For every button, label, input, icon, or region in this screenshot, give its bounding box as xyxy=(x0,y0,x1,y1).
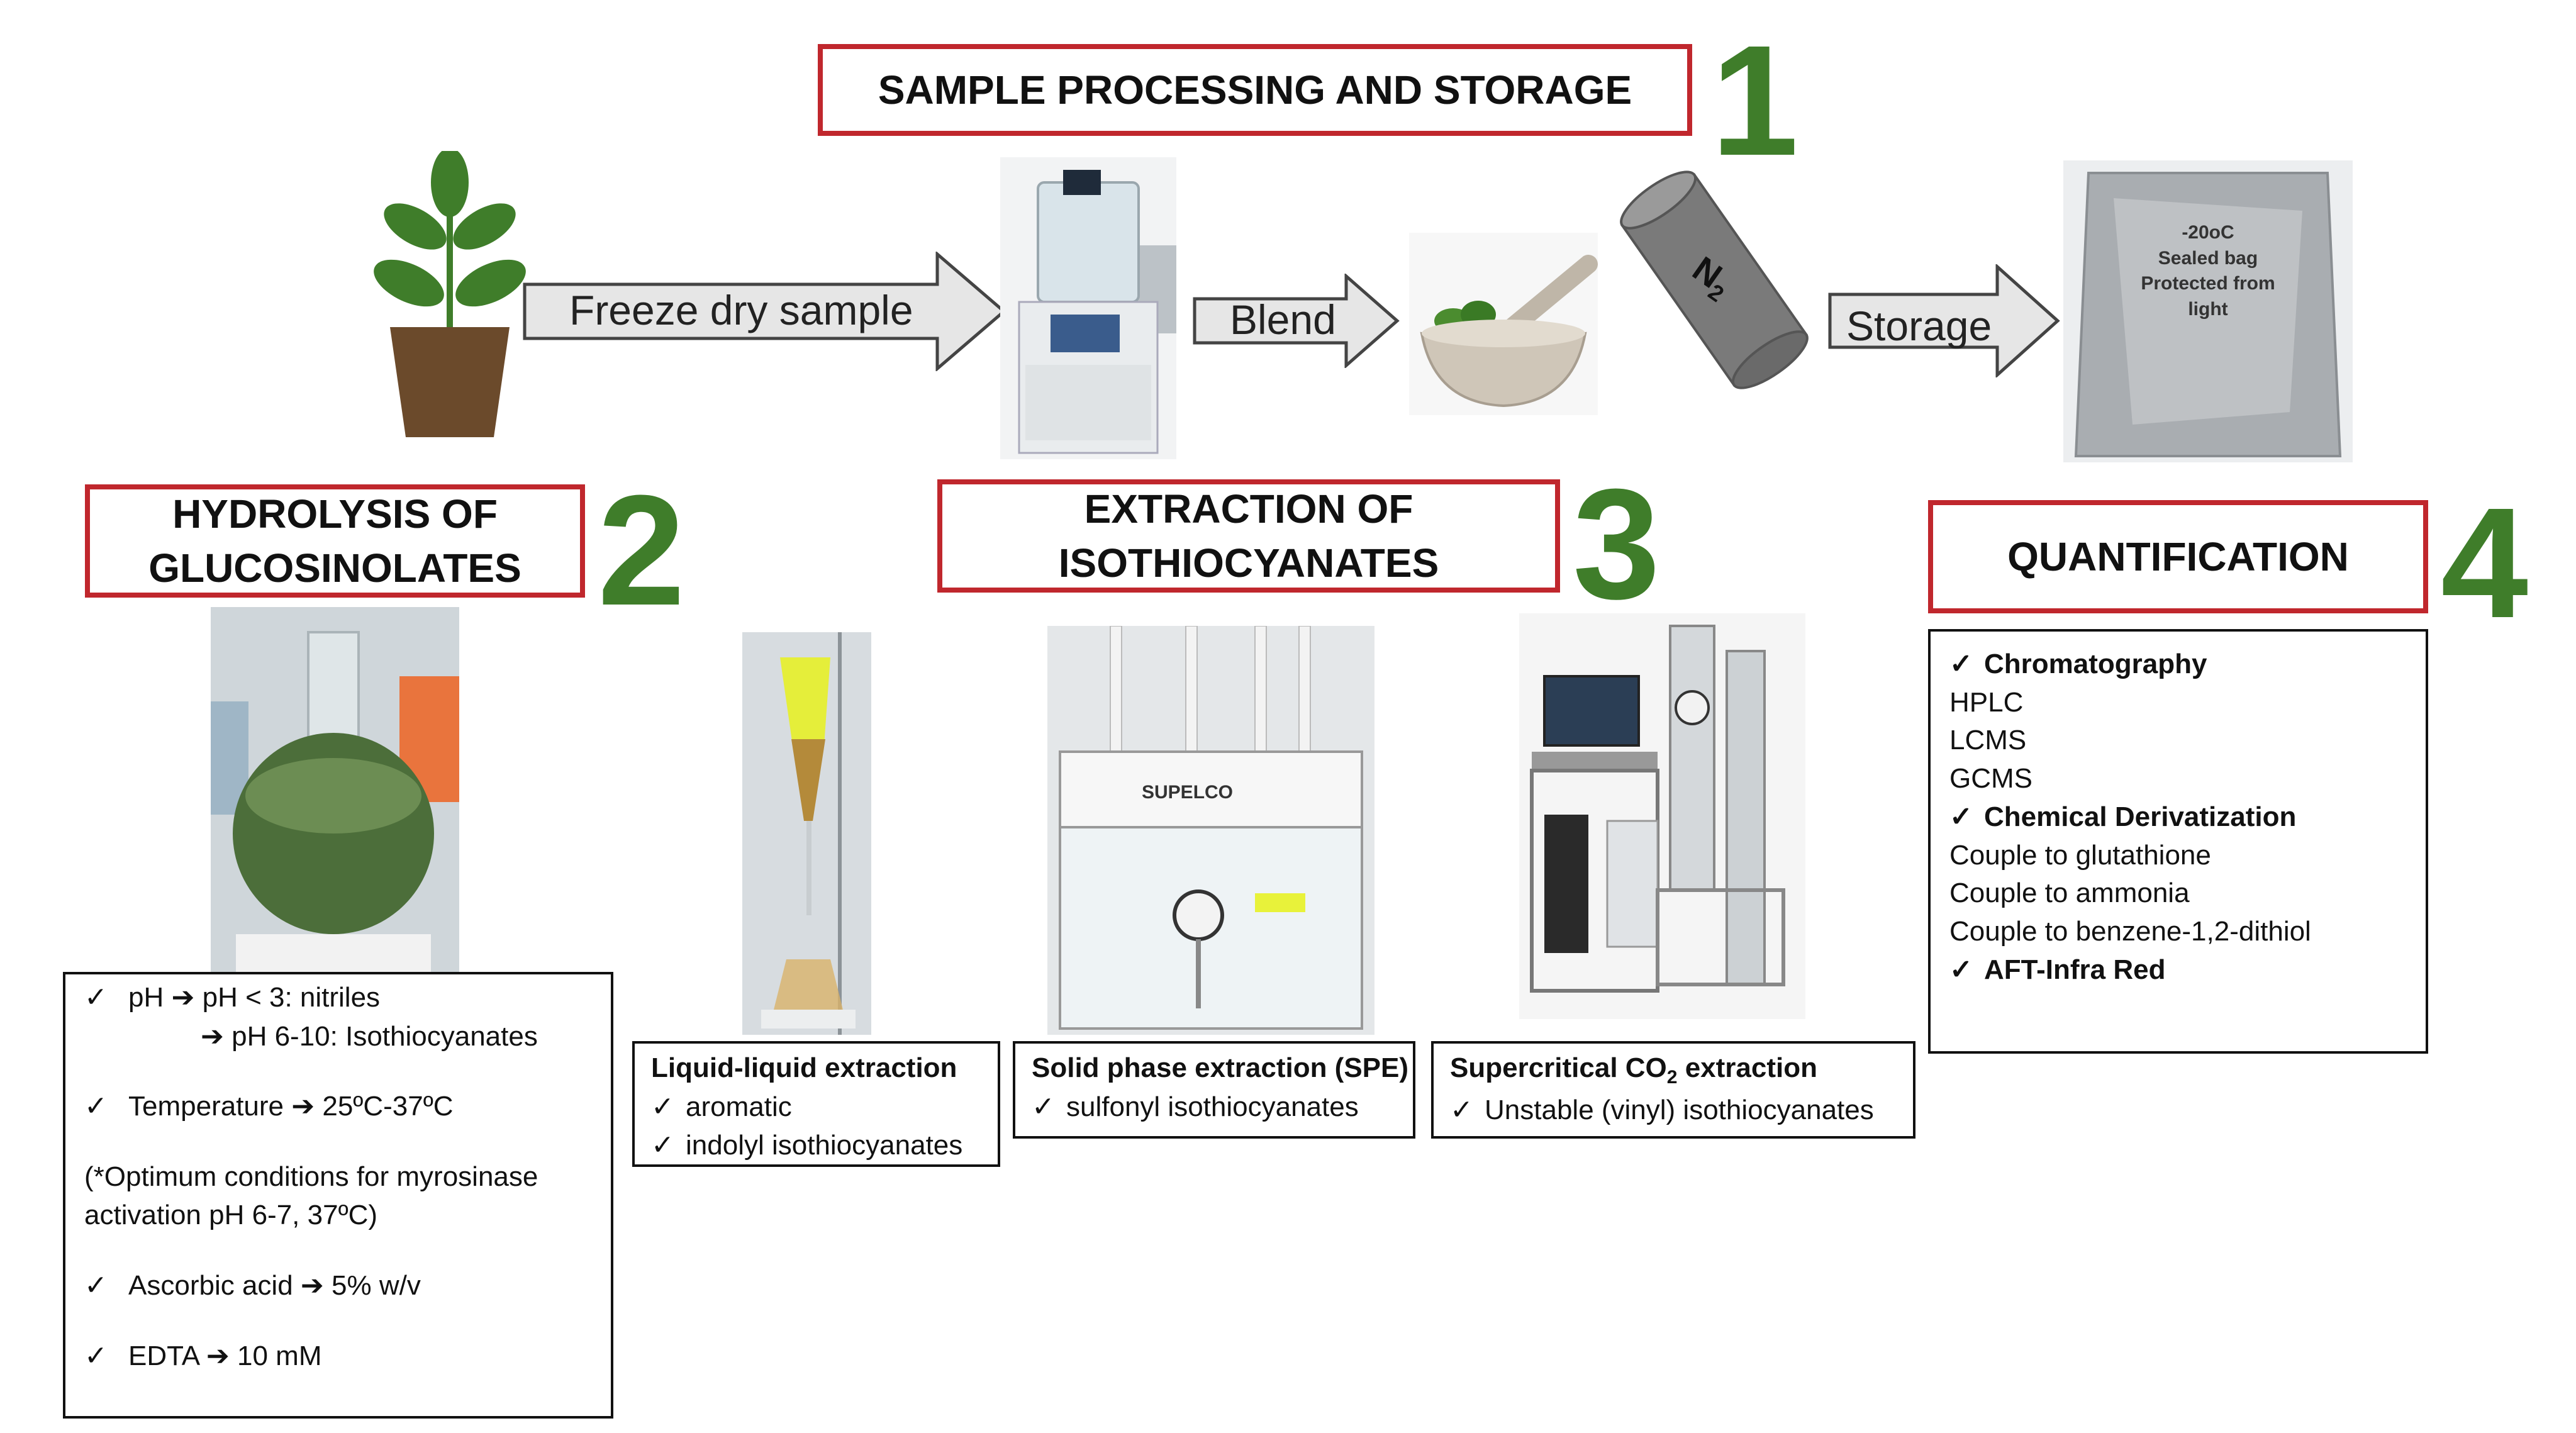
sfe-item-vinyl: ✓Unstable (vinyl) isothiocyanates xyxy=(1450,1094,1874,1125)
lle-item-indolyl: ✓indolyl isothiocyanates xyxy=(651,1130,963,1161)
mortar-pestle-icon xyxy=(1409,233,1598,415)
derivatization-benzenedithiol: Couple to benzene-1,2-dithiol xyxy=(1949,916,2311,947)
quantification-box: ✓Chromatography HPLC LCMS GCMS ✓Chemical… xyxy=(1928,629,2428,1054)
section2-title-box: HYDROLYSIS OF GLUCOSINOLATES xyxy=(85,484,585,598)
blend-label: Blend xyxy=(1230,296,1336,343)
section4-title: QUANTIFICATION xyxy=(2007,533,2349,579)
ph-line: ✓pH ➔ pH < 3: nitriles xyxy=(84,982,381,1013)
lle-box: Liquid-liquid extraction ✓aromatic ✓indo… xyxy=(632,1041,1000,1167)
section3-title-line2: ISOTHIOCYANATES xyxy=(1058,540,1439,586)
temperature-line: ✓Temperature ➔ 25ºC-37ºC xyxy=(84,1091,454,1122)
sfe-title: Supercritical CO2 extraction xyxy=(1450,1052,1817,1088)
spe-title: Solid phase extraction (SPE) xyxy=(1032,1052,1409,1083)
flask-photo xyxy=(211,607,459,972)
chromatography-heading: ✓Chromatography xyxy=(1949,649,2207,679)
storage-bag-photo: -20oC Sealed bag Protected from light xyxy=(2063,160,2353,462)
method-gcms: GCMS xyxy=(1949,763,2032,795)
derivatization-heading: ✓Chemical Derivatization xyxy=(1949,801,2297,832)
ph-line-2: ➔ pH 6-10: Isothiocyanates xyxy=(201,1020,538,1052)
section3-title-box: EXTRACTION OF ISOTHIOCYANATES xyxy=(937,479,1560,593)
section3-title-line1: EXTRACTION OF xyxy=(1084,486,1413,532)
method-lcms: LCMS xyxy=(1949,725,2027,756)
separatory-funnel-photo xyxy=(742,632,871,1035)
sfe-box: Supercritical CO2 extraction ✓Unstable (… xyxy=(1431,1041,1915,1139)
section4-number: 4 xyxy=(2441,475,2529,650)
edta-line: ✓EDTA ➔ 10 mM xyxy=(84,1340,322,1371)
plant-icon xyxy=(374,151,526,437)
myrosinase-note-line2: activation pH 6-7, 37ºC) xyxy=(84,1200,378,1231)
section1-title: SAMPLE PROCESSING AND STORAGE xyxy=(878,67,1632,113)
section1-number: 1 xyxy=(1711,13,1799,188)
section2-number: 2 xyxy=(598,462,686,638)
nitrogen-cylinder-icon xyxy=(1620,170,1809,389)
lle-item-aromatic: ✓aromatic xyxy=(651,1091,792,1122)
blend-arrow xyxy=(1193,274,1400,368)
section2-title-line2: GLUCOSINOLATES xyxy=(148,545,521,591)
bag-label: -20oC Sealed bag Protected from light xyxy=(2141,222,2275,320)
freeze-dry-label: Freeze dry sample xyxy=(569,287,913,333)
storage-label: Storage xyxy=(1846,303,1992,349)
section1-title-box: SAMPLE PROCESSING AND STORAGE xyxy=(818,44,1692,136)
ascorbic-acid-line: ✓Ascorbic acid ➔ 5% w/v xyxy=(84,1269,421,1301)
method-hplc: HPLC xyxy=(1949,686,2024,718)
freeze-dry-arrow xyxy=(523,252,1006,371)
hydrolysis-conditions-box: ✓pH ➔ pH < 3: nitriles ➔ pH 6-10: Isothi… xyxy=(63,972,613,1419)
section2-title-line1: HYDROLYSIS OF xyxy=(172,491,498,537)
spe-manifold-photo: SUPELCO xyxy=(1047,626,1374,1035)
lle-title: Liquid-liquid extraction xyxy=(651,1052,957,1083)
derivatization-glutathione: Couple to glutathione xyxy=(1949,839,2211,871)
aft-infrared-heading: ✓AFT-Infra Red xyxy=(1949,954,2166,985)
supelco-label: SUPELCO xyxy=(1142,782,1234,803)
section4-title-box: QUANTIFICATION xyxy=(1928,500,2428,613)
freeze-dryer-photo xyxy=(1000,157,1176,459)
spe-box: Solid phase extraction (SPE) ✓sulfonyl i… xyxy=(1013,1041,1415,1139)
derivatization-ammonia: Couple to ammonia xyxy=(1949,878,2190,909)
section3-number: 3 xyxy=(1573,456,1661,632)
spe-item-sulfonyl: ✓sulfonyl isothiocyanates xyxy=(1032,1091,1359,1122)
supercritical-co2-system-photo xyxy=(1519,613,1805,1019)
storage-arrow xyxy=(1828,264,2060,377)
myrosinase-note-line1: (*Optimum conditions for myrosinase xyxy=(84,1161,538,1192)
